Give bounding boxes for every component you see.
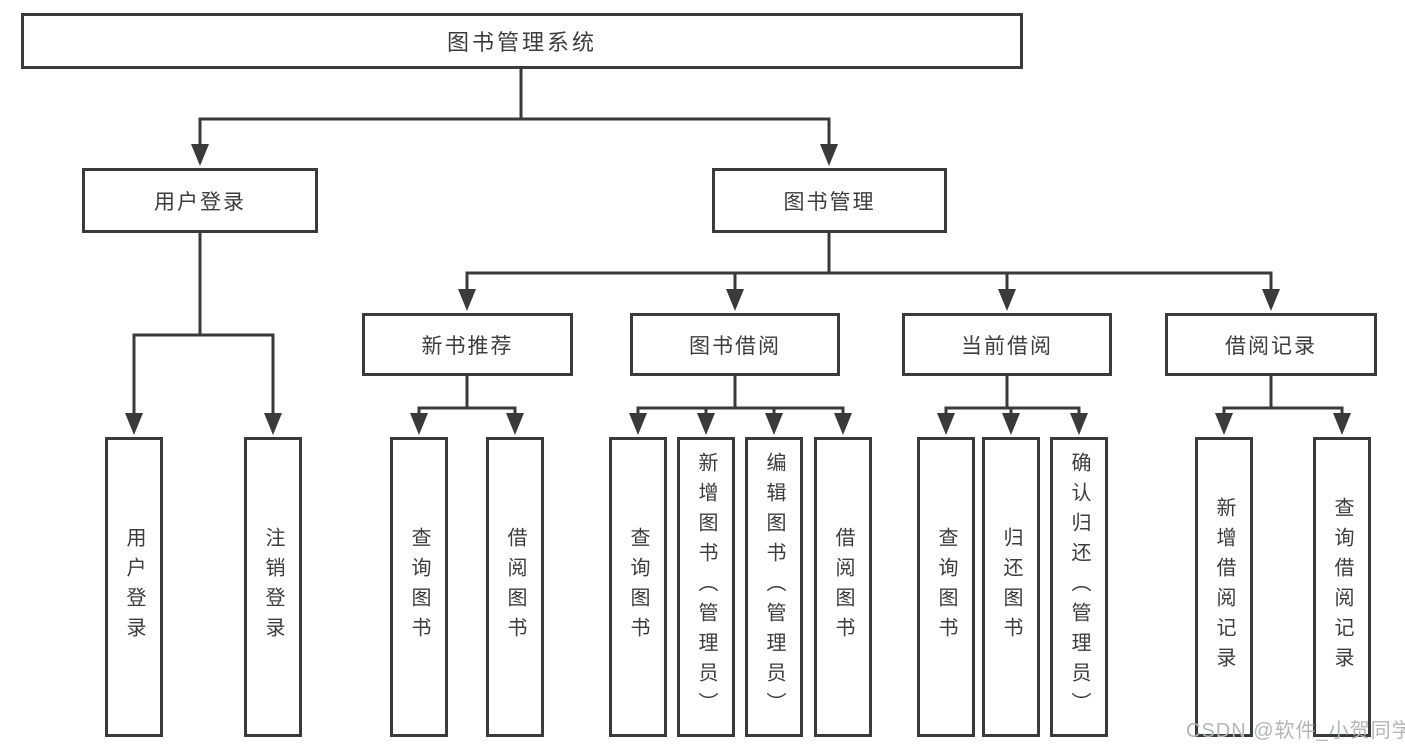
node-label: 新增图书（管理员） [695,452,717,722]
node-leaf-query-book-borrow: 查询图书 [609,437,667,737]
node-leaf-query-book-recommend: 查询图书 [390,437,448,737]
node-label: 归还图书 [1000,527,1022,647]
node-label: 借阅记录 [1225,334,1317,358]
node-label: 当前借阅 [961,334,1053,358]
node-leaf-add-book-admin: 新增图书（管理员） [677,437,735,737]
node-label: 用户登录 [154,190,246,214]
node-label: 查询图书 [935,527,957,647]
node-label: 编辑图书（管理员） [763,452,785,722]
node-label: 图书管理系统 [446,30,597,55]
node-current-borrow: 当前借阅 [902,313,1112,376]
node-leaf-borrow-book: 借阅图书 [814,437,872,737]
node-label: 新增借阅记录 [1213,497,1235,677]
node-leaf-logout: 注销登录 [244,437,302,737]
node-label: 借阅图书 [504,527,526,647]
node-borrow-record: 借阅记录 [1165,313,1377,376]
node-new-book-recommend: 新书推荐 [362,313,573,376]
node-leaf-confirm-return-admin: 确认归还（管理员） [1050,437,1108,737]
node-leaf-add-borrow-record: 新增借阅记录 [1195,437,1253,737]
node-label: 查询借阅记录 [1331,497,1353,677]
node-label: 查询图书 [408,527,430,647]
node-label: 借阅图书 [832,527,854,647]
node-leaf-user-login: 用户登录 [105,437,163,737]
node-leaf-return-book: 归还图书 [982,437,1040,737]
node-root-system: 图书管理系统 [21,13,1023,69]
node-label: 确认归还（管理员） [1068,452,1090,722]
node-label: 用户登录 [123,527,145,647]
node-label: 新书推荐 [421,334,514,358]
node-label: 查询图书 [627,527,649,647]
node-leaf-edit-book-admin: 编辑图书（管理员） [745,437,803,737]
node-book-management: 图书管理 [712,168,947,233]
node-label: 注销登录 [262,527,284,647]
node-leaf-query-borrow-record: 查询借阅记录 [1313,437,1371,737]
watermark: CSDN @软件_小贺同学 [1186,720,1405,742]
node-label: 图书管理 [783,190,876,214]
node-label: 图书借阅 [689,334,781,358]
node-leaf-query-book-current: 查询图书 [917,437,975,737]
node-leaf-borrow-book-recommend: 借阅图书 [486,437,544,737]
node-user-login: 用户登录 [82,168,318,233]
node-book-borrow: 图书借阅 [630,313,840,376]
